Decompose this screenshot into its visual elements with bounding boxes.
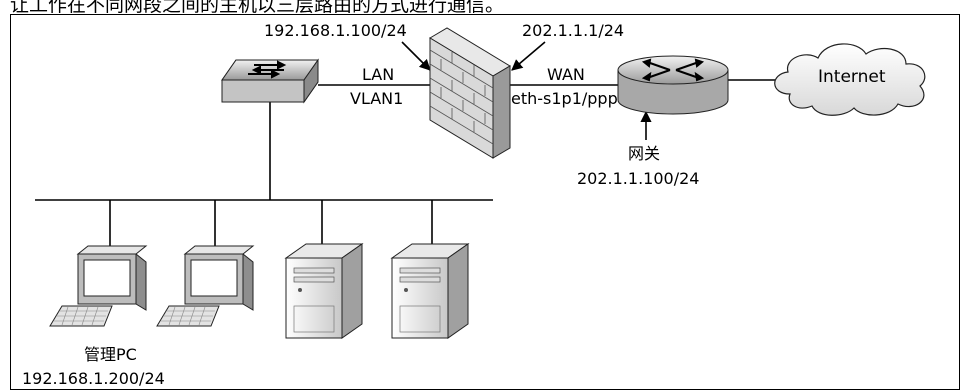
internet-label: Internet [818, 67, 886, 87]
pc-icon [156, 245, 255, 327]
admin-pc-label: 管理PC [84, 345, 137, 364]
lan-ip-label: 192.168.1.100/24 [264, 21, 407, 40]
diagram-frame [10, 14, 960, 390]
gateway-ip: 202.1.1.100/24 [577, 169, 700, 188]
callout-arrows [401, 41, 652, 140]
server-icon [284, 243, 364, 339]
caption: 让工作在不同网段之间的主机以三层路由的方式进行通信。 [10, 0, 505, 16]
firewall-icon [429, 27, 511, 159]
wan-ip-arrow [511, 41, 546, 71]
vlan-label: VLAN1 [350, 89, 404, 108]
eth-label: eth-s1p1/ppp [511, 89, 618, 108]
pc-icon [49, 245, 148, 327]
lan-ip-arrow [401, 41, 431, 71]
server-icon [390, 243, 470, 339]
switch-icon [221, 58, 319, 104]
router-icon [617, 55, 729, 115]
cloud-icon [774, 43, 926, 116]
wan-label: WAN [547, 65, 585, 84]
admin-ip-label: 192.168.1.200/24 [22, 369, 165, 388]
gateway-title: 网关 [628, 144, 661, 163]
lan-label: LAN [362, 65, 395, 84]
wan-ip-label: 202.1.1.1/24 [522, 21, 625, 40]
links [35, 79, 780, 254]
